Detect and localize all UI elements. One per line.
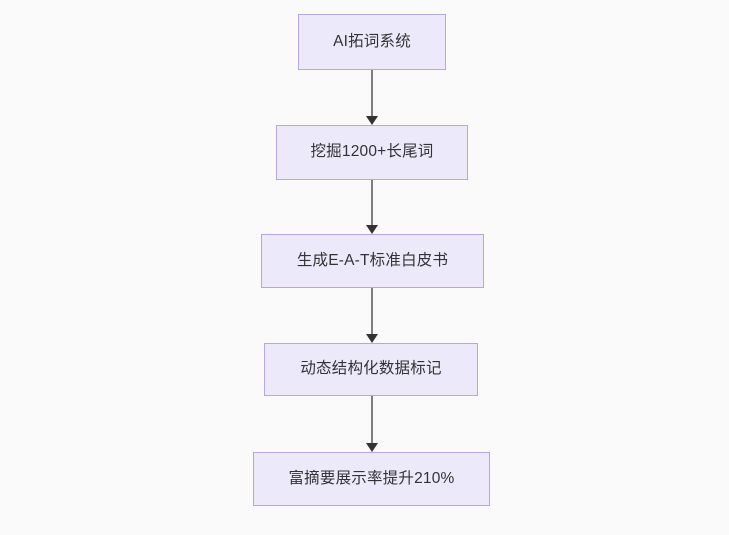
arrowhead-icon — [365, 225, 378, 234]
edge-line — [371, 396, 373, 443]
flowchart-node-label: 富摘要展示率提升210% — [288, 469, 455, 487]
flowchart-node-n3[interactable]: 动态结构化数据标记 — [264, 343, 478, 396]
flowchart-node-label: 生成E-A-T标准白皮书 — [296, 251, 449, 269]
arrowhead-icon — [365, 116, 378, 125]
edge-line — [371, 70, 373, 116]
flowchart-node-label: 挖掘1200+长尾词 — [310, 143, 434, 161]
edge-line — [371, 180, 373, 225]
flowchart-node-n1[interactable]: 挖掘1200+长尾词 — [276, 125, 468, 180]
flowchart-node-n0[interactable]: AI拓词系统 — [298, 14, 446, 70]
flowchart-node-label: AI拓词系统 — [333, 32, 411, 50]
flowchart-node-n4[interactable]: 富摘要展示率提升210% — [253, 452, 490, 506]
arrowhead-icon — [365, 443, 378, 452]
edge-line — [371, 288, 373, 334]
arrowhead-icon — [365, 334, 378, 343]
flowchart-node-n2[interactable]: 生成E-A-T标准白皮书 — [261, 234, 484, 288]
flowchart-node-label: 动态结构化数据标记 — [300, 360, 442, 378]
